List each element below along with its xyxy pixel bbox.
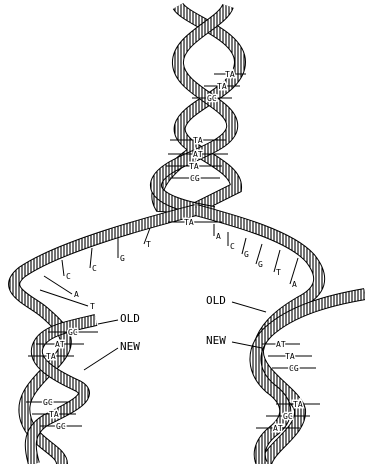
left-daughter-pair-label: TA — [46, 352, 56, 361]
left-daughter-pair-label: TA — [49, 410, 59, 419]
new-label-left: NEW — [120, 340, 140, 353]
parent-pair-label: AT — [193, 150, 203, 159]
right-daughter-pair-label: AT — [276, 340, 286, 349]
template-base-label: T — [90, 302, 95, 311]
old-label-right: OLD — [206, 294, 226, 307]
template-base-label: T — [146, 240, 151, 249]
template-base-label: A — [292, 280, 297, 289]
strand-labels: OLD NEW OLD NEW — [84, 294, 266, 370]
template-base-label: T — [276, 268, 281, 277]
parent-pair-label: TA — [217, 82, 227, 91]
right-daughter-pair-label: CG — [289, 364, 299, 373]
left-daughter-pair-label: AT — [55, 340, 65, 349]
parent-pair-label: TA — [189, 162, 199, 171]
parent-pair-label: CG — [190, 174, 200, 183]
old-label-left: OLD — [120, 312, 140, 325]
fork-pair-label: TA — [184, 218, 194, 227]
template-base-label: C — [66, 272, 71, 281]
template-base-label: C — [92, 264, 97, 273]
right-daughter-pair-label: GC — [283, 412, 293, 421]
left-daughter-pair-label: GC — [56, 422, 66, 431]
left-daughter-pair-label: GC — [68, 328, 78, 337]
template-base-label: A — [216, 232, 221, 241]
right-daughter-pair-label: TA — [285, 352, 295, 361]
base-tick — [40, 290, 88, 306]
template-base-label: G — [120, 254, 125, 263]
parent-pair-label: TA — [225, 70, 235, 79]
new-label-right: NEW — [206, 334, 226, 347]
left-daughter-pair-label: GC — [43, 398, 53, 407]
template-base-label: A — [74, 290, 79, 299]
template-base-label: C — [230, 242, 235, 251]
right-daughter-pair-label: AT — [273, 424, 283, 433]
parent-pair-label: TA — [193, 136, 203, 145]
template-base-label: G — [258, 260, 263, 269]
parent-pair-label: GC — [207, 94, 217, 103]
base-tick — [62, 260, 64, 276]
right-daughter-pair-label: TA — [293, 400, 303, 409]
template-base-label: G — [244, 250, 249, 259]
